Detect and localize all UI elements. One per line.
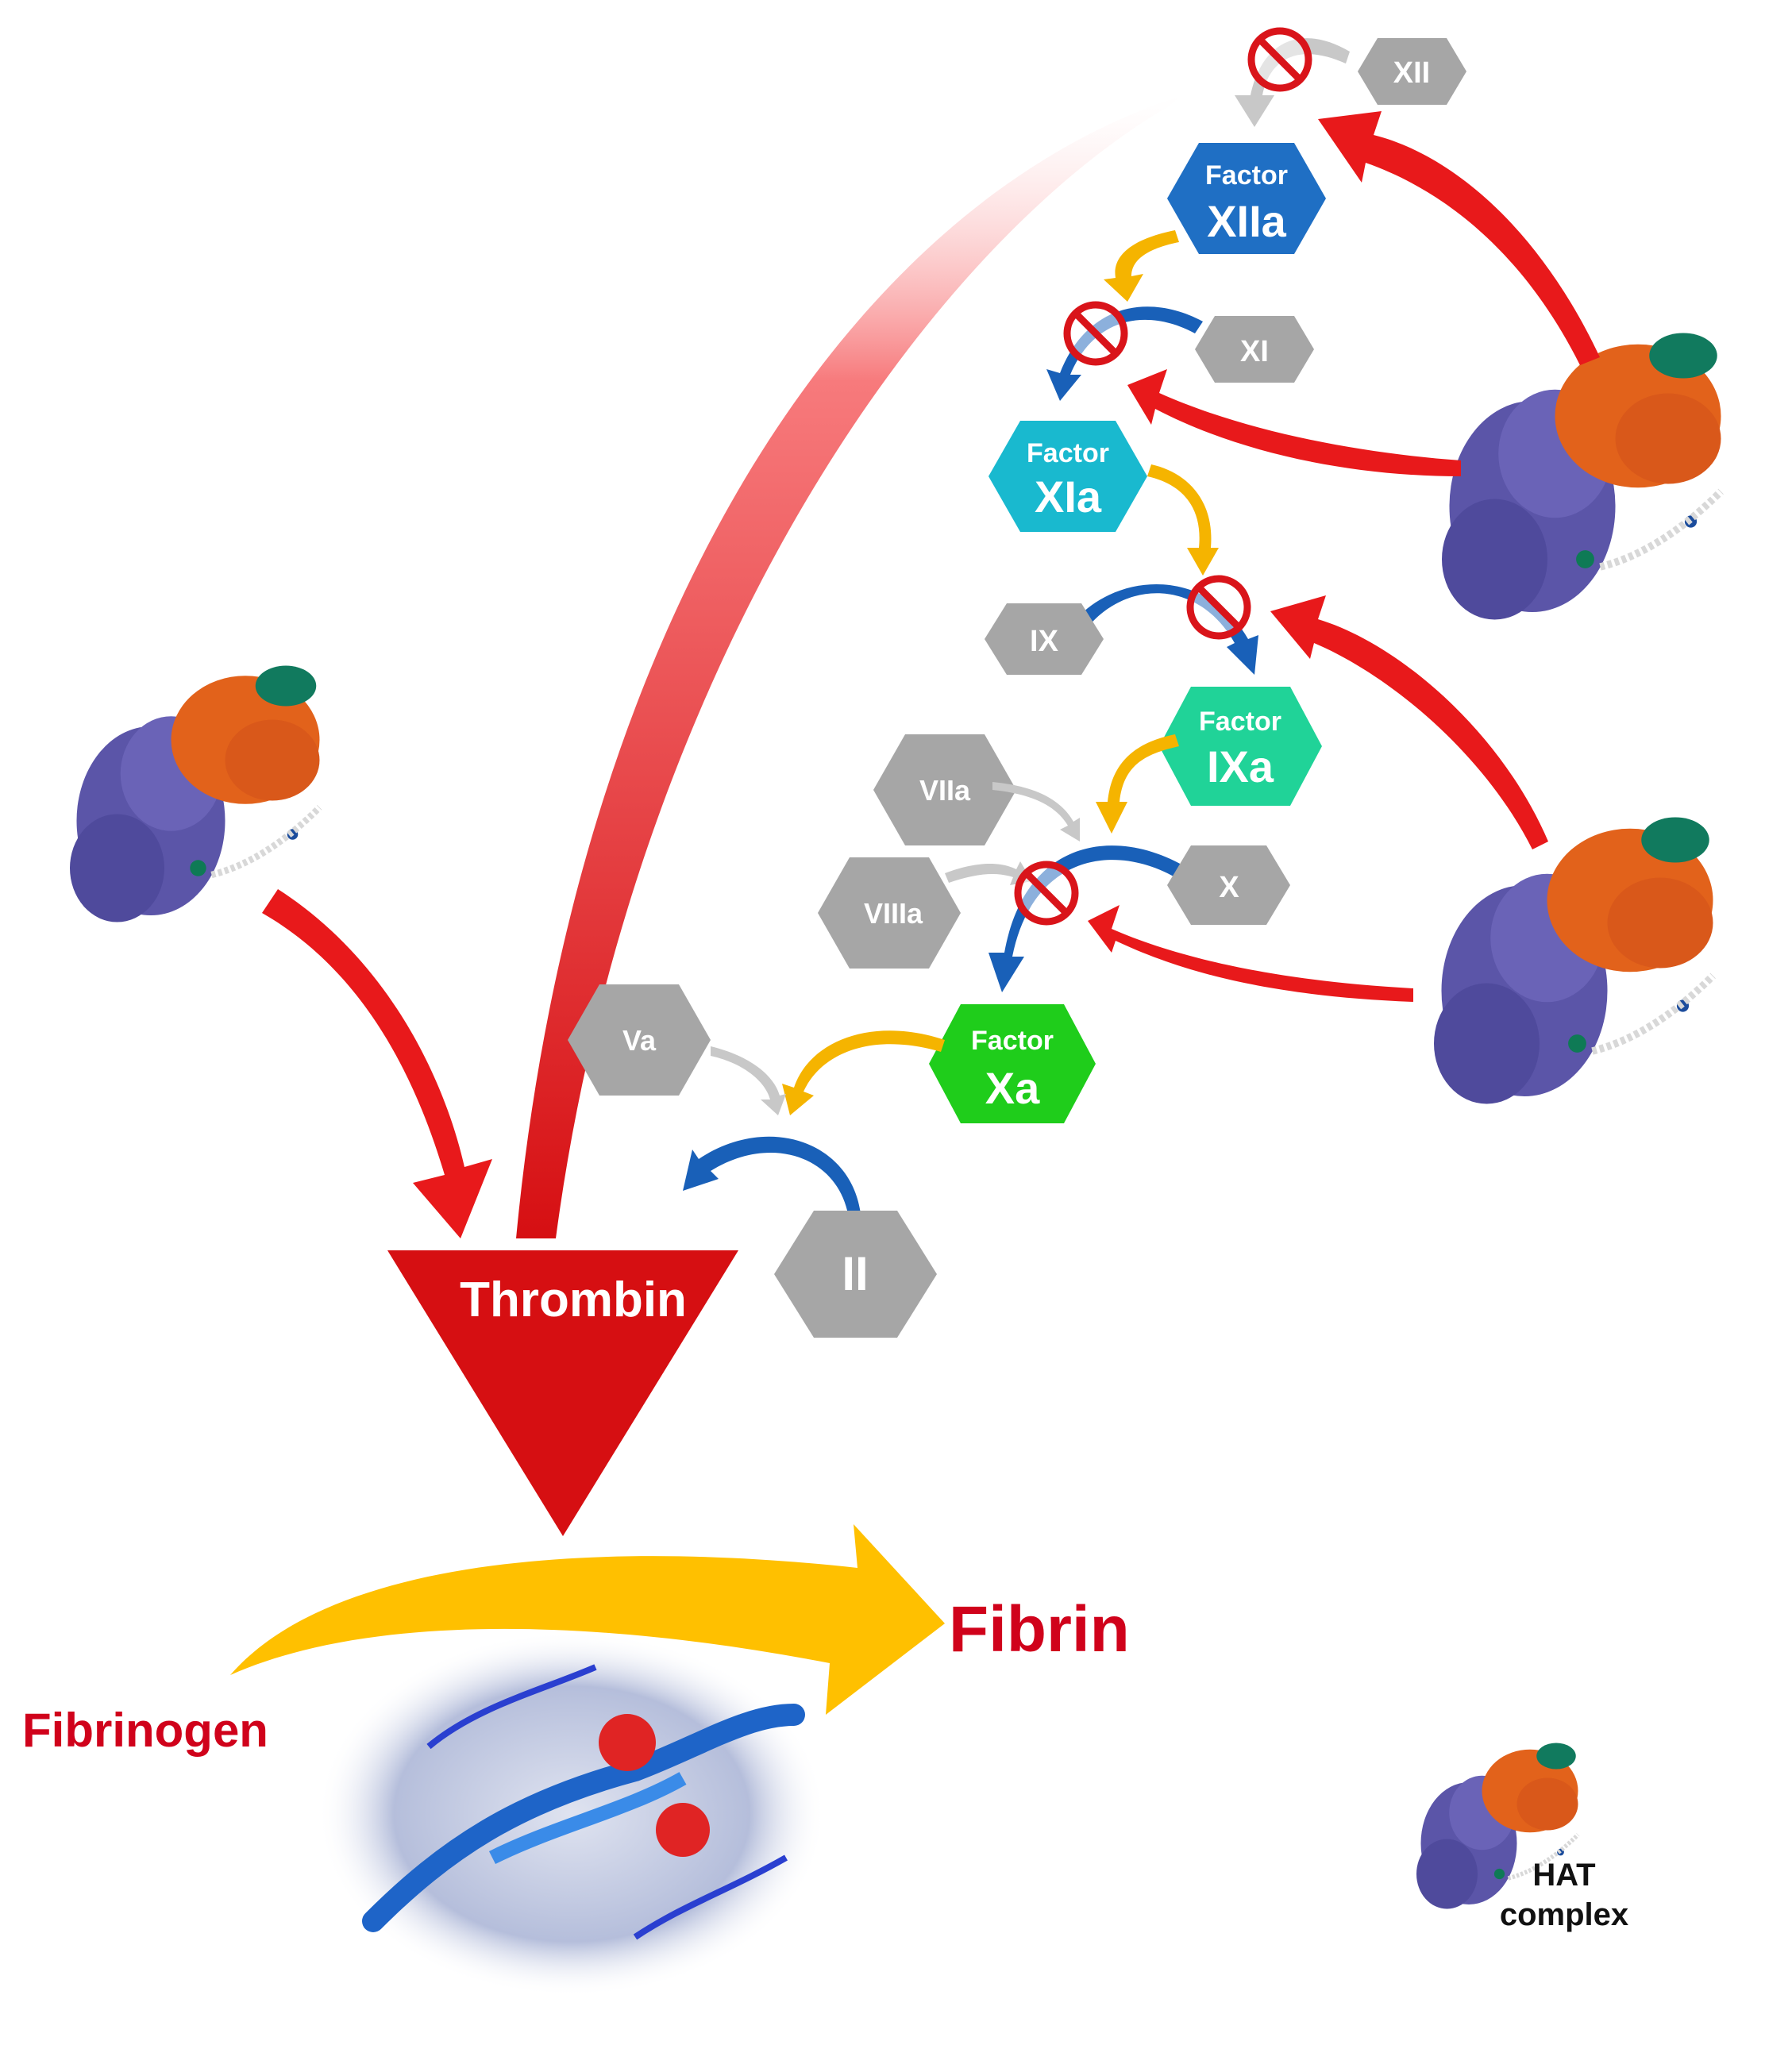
fibrin-label: Fibrin xyxy=(949,1593,1130,1666)
no-symbol-icon xyxy=(1018,865,1075,922)
no-symbol-icon xyxy=(1067,305,1124,362)
factor-va-label: Va xyxy=(622,1024,657,1057)
va-activation-arrow xyxy=(711,1046,786,1115)
factor-ix-hexagon xyxy=(985,603,1104,675)
no-symbol-icon xyxy=(1251,31,1308,88)
factor-ix-label: IX xyxy=(1030,625,1059,658)
factor-xia-top-label: Factor xyxy=(1027,438,1109,468)
factor-xii-hexagon xyxy=(1358,38,1466,105)
factor-xi-label: XI xyxy=(1240,335,1269,368)
inhibition-arrow-x xyxy=(1088,905,1413,1002)
factor-va-hexagon xyxy=(568,984,711,1096)
factor-xiia-top-label: Factor xyxy=(1205,160,1288,191)
factor-viia-hexagon xyxy=(873,734,1016,845)
factor-ixa-hexagon xyxy=(1159,687,1322,806)
factor-xa-main-label: Xa xyxy=(985,1063,1040,1113)
factor-ii-label: II xyxy=(842,1247,868,1300)
fibrinogen-label: Fibrinogen xyxy=(22,1704,268,1757)
xia-activation-arrow xyxy=(1147,464,1219,576)
hat-complex-icon-right-lower xyxy=(1434,818,1713,1104)
factor-x-label: X xyxy=(1219,871,1239,904)
factor-xiia-main-label: XIIa xyxy=(1207,196,1286,246)
xii-activation-arrow xyxy=(1235,38,1350,127)
factor-x-hexagon xyxy=(1167,845,1290,925)
inhibition-arrow-xi xyxy=(1127,369,1461,476)
ixa-activation-arrow xyxy=(1096,734,1179,834)
thrombin-label: Thrombin xyxy=(460,1273,687,1327)
factor-ii-hexagon xyxy=(774,1211,937,1338)
fibrinogen-to-fibrin-arrow xyxy=(230,1524,945,1715)
factor-xia-hexagon xyxy=(988,421,1147,532)
factor-ixa-top-label: Factor xyxy=(1199,707,1281,737)
hat-complex-icon-right-upper xyxy=(1442,333,1721,620)
fibrinogen-ellipse xyxy=(318,1631,826,1997)
hat-left-to-thrombin-arrow xyxy=(262,889,492,1238)
factor-xia-main-label: XIa xyxy=(1035,472,1102,522)
factor-viia-label: VIIa xyxy=(919,774,971,807)
factor-xa-hexagon xyxy=(929,1004,1096,1123)
inhibition-arrow-xiia xyxy=(1318,111,1600,365)
xiia-activation-arrow xyxy=(1104,230,1179,302)
factor-xa-top-label: Factor xyxy=(971,1026,1054,1056)
no-symbol-icon xyxy=(1190,579,1247,636)
inhibition-arrow-ix xyxy=(1270,595,1548,849)
legend-label-line1: HAT xyxy=(1532,1858,1595,1893)
fibrinogen-molecule-icon xyxy=(362,1664,805,1940)
hat-complex-icon-left xyxy=(70,666,320,922)
factor-viiia-hexagon xyxy=(818,857,961,969)
legend-label-line2: complex xyxy=(1500,1897,1628,1932)
ii-activation-arrow xyxy=(683,1136,861,1227)
factor-viiia-label: VIIIa xyxy=(864,897,923,930)
xa-activation-arrow xyxy=(782,1030,945,1115)
viiia-activation-arrow xyxy=(945,861,1032,885)
hat-complex-legend: HAT complex xyxy=(1416,1743,1628,1932)
factor-xiia-hexagon xyxy=(1167,143,1326,254)
viia-activation-arrow xyxy=(992,782,1080,841)
factor-ixa-main-label: IXa xyxy=(1207,741,1274,791)
thrombin-arrowhead xyxy=(387,1250,738,1536)
factor-xii-label: XII xyxy=(1393,56,1430,90)
factor-xi-hexagon xyxy=(1195,316,1314,383)
